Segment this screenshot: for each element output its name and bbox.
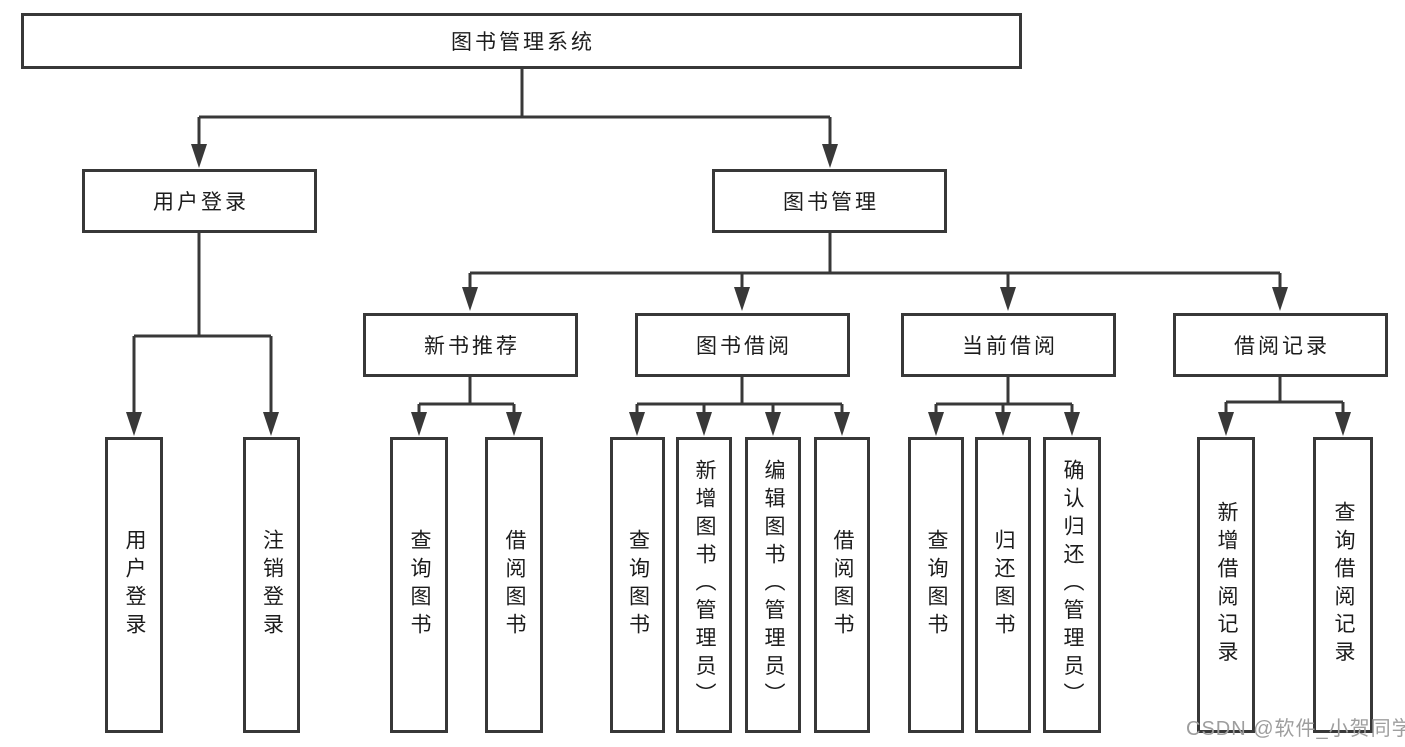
leaf-return-books: 归还图书 [975,437,1031,733]
leaf-query-books-recommend: 查询图书 [390,437,448,733]
csdn-watermark: CSDN @软件_小贺同学 [1186,718,1405,740]
leaf-add-borrow-record: 新增借阅记录 [1197,437,1255,733]
arrowheads [126,144,1351,436]
node-current-borrowing: 当前借阅 [901,313,1116,377]
leaf-logout: 注销登录 [243,437,300,733]
leaf-edit-books-admin: 编辑图书（管理员） [745,437,801,733]
leaf-confirm-return-admin: 确认归还（管理员） [1043,437,1101,733]
leaf-borrow-books: 借阅图书 [814,437,870,733]
node-user-login-branch: 用户登录 [82,169,317,233]
node-new-book-recommendation: 新书推荐 [363,313,578,377]
node-borrowing-records: 借阅记录 [1173,313,1388,377]
leaf-query-books-current: 查询图书 [908,437,964,733]
node-library-management-system: 图书管理系统 [21,13,1022,69]
node-book-management-branch: 图书管理 [712,169,947,233]
leaf-query-borrow-record: 查询借阅记录 [1313,437,1373,733]
leaf-add-books-admin: 新增图书（管理员） [676,437,732,733]
node-book-borrowing: 图书借阅 [635,313,850,377]
leaf-query-books-borrowing: 查询图书 [610,437,665,733]
leaf-borrow-books-recommend: 借阅图书 [485,437,543,733]
leaf-user-login: 用户登录 [105,437,163,733]
